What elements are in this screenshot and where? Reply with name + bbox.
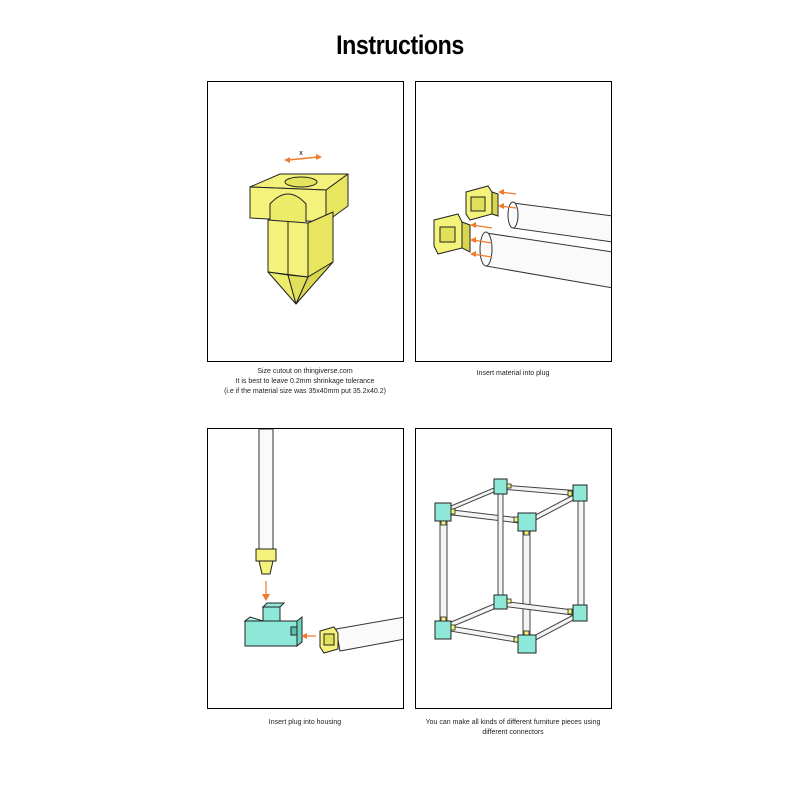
caption-line: You can make all kinds of different furn… [425, 719, 601, 726]
down-arrow [262, 581, 270, 601]
frame-bars [439, 484, 585, 645]
caption-line: (i.e if the material size was 35x40mm pu… [224, 388, 386, 395]
page-title: Instructions [336, 30, 464, 60]
caption-line: different connectors [482, 729, 544, 736]
caption-furniture: You can make all kinds of different furn… [400, 718, 626, 738]
caption-insert-material: Insert material into plug [408, 369, 618, 379]
vertical-tube [258, 429, 274, 550]
caption-size-cutout: Size cutout on thingiverse.com It is bes… [200, 367, 410, 397]
plug-illustration: x [249, 150, 349, 305]
caption-line: Size cutout on thingiverse.com [257, 368, 353, 375]
plug-upper [465, 185, 499, 221]
caption-insert-plug: Insert plug into housing [200, 718, 410, 728]
insert-arrows [470, 189, 517, 258]
caption-line: Insert plug into housing [268, 719, 342, 726]
panel-insert-material [415, 81, 612, 362]
plug-vertical [255, 548, 277, 575]
panel-furniture [415, 428, 612, 709]
corner-connectors [434, 478, 588, 654]
panel-insert-plug [207, 428, 404, 709]
material-tubes [479, 201, 611, 289]
caption-line: Insert material into plug [476, 370, 550, 377]
housing-illustration [243, 429, 403, 654]
t-housing [243, 602, 303, 648]
horizontal-tube [335, 616, 403, 652]
panel-size-cutout: x [207, 81, 404, 362]
plug-accents [440, 483, 573, 643]
plug-shape [249, 173, 349, 305]
dimension-arrow [284, 154, 322, 163]
plug-horizontal [319, 626, 339, 654]
frame-illustration [434, 478, 588, 654]
caption-line: It is best to leave 0.2mm shrinkage tole… [235, 378, 375, 385]
side-arrow [301, 633, 316, 639]
material-illustration [433, 185, 611, 289]
dimension-label: x [299, 150, 303, 157]
plug-lower [433, 213, 471, 255]
